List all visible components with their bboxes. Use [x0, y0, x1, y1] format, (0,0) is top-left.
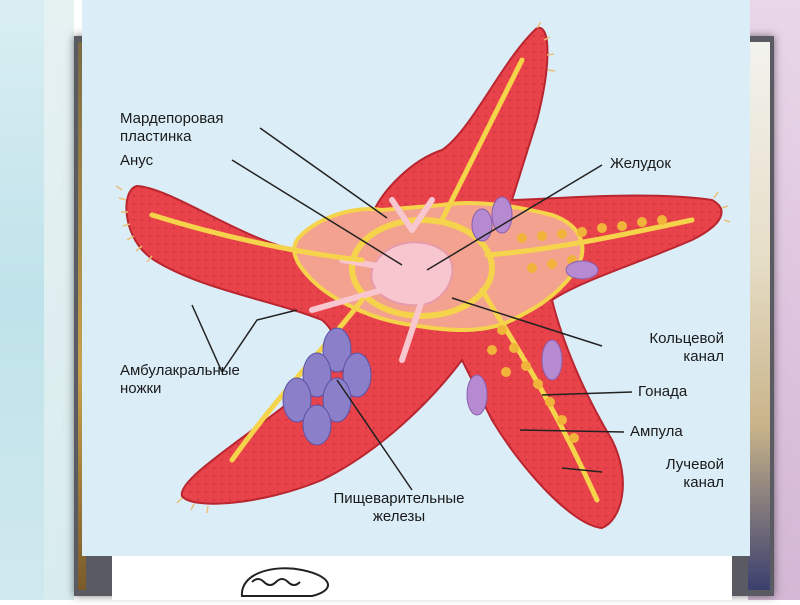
label-radial-canal: Лучевой канал — [612, 456, 724, 492]
background-photo-right-edge — [748, 42, 770, 590]
diagram-panel: Мардепоровая пластинка Анус Желудок Амбу… — [82, 0, 750, 556]
label-digestive-glands: Пищеварительные железы — [314, 490, 484, 526]
madreporic-plate-pointer — [260, 128, 387, 218]
label-ampulla: Ампула — [630, 423, 683, 441]
label-ambulacral-feet: Амбулакральные ножки — [120, 362, 240, 398]
label-stomach: Желудок — [610, 155, 671, 173]
label-madreporic-plate: Мардепоровая пластинка — [120, 110, 224, 146]
label-gonad: Гонада — [638, 383, 687, 401]
background-left-panel — [0, 0, 44, 600]
sketch-fragment — [112, 556, 732, 600]
bottom-white-area — [112, 556, 732, 600]
background-left-strip — [44, 0, 74, 600]
label-ring-canal: Кольцевой канал — [612, 330, 724, 366]
label-anus: Анус — [120, 152, 153, 170]
